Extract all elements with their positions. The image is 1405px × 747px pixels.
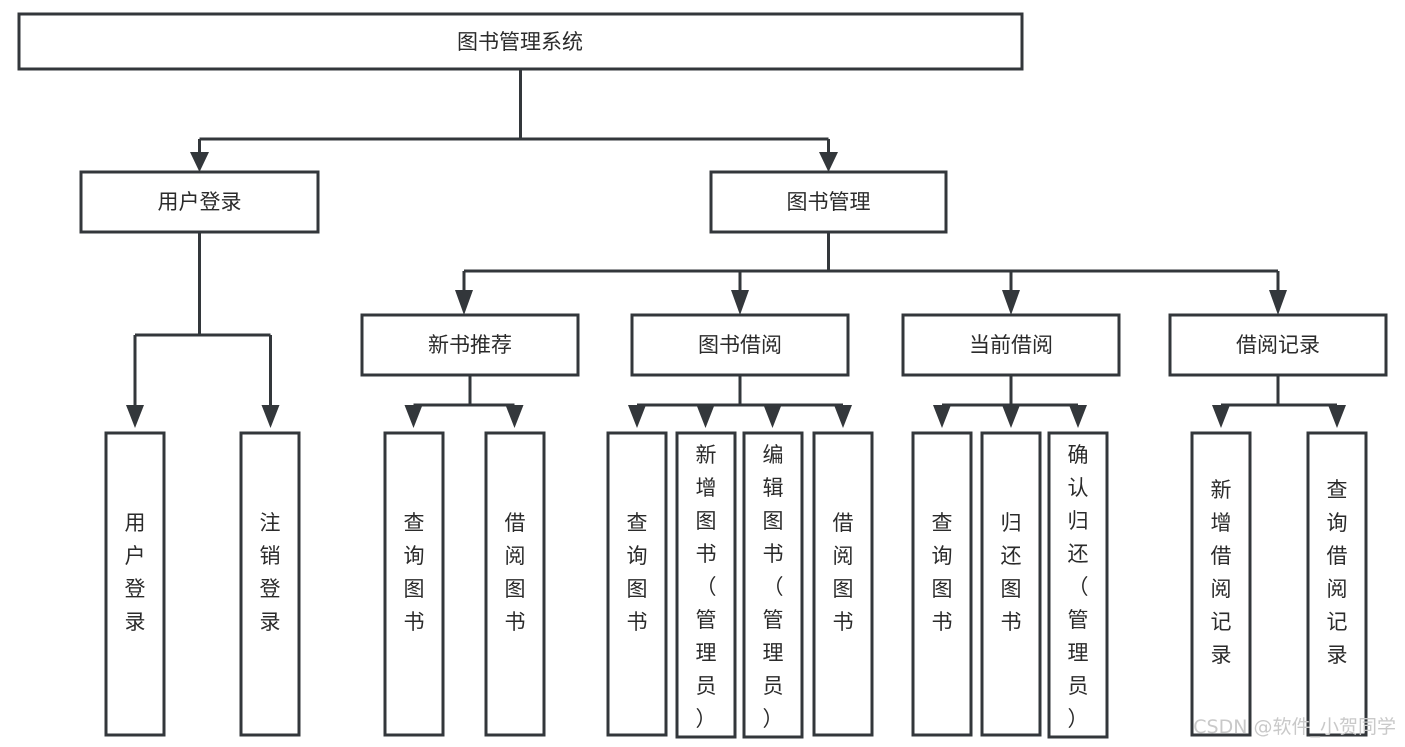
node-leaf-borrow-book-2-rect[interactable] xyxy=(812,431,874,737)
arrow-head-leaf-user-logout xyxy=(261,405,280,428)
node-leaf-user-login[interactable]: 用户登录 xyxy=(104,431,166,737)
arrow-head-leaf-add-book xyxy=(696,405,715,428)
node-borrow-record[interactable]: 借阅记录 xyxy=(1168,313,1388,377)
node-leaf-borrow-book-2[interactable]: 借阅图书 xyxy=(812,431,874,737)
node-leaf-query-book-3-label: 查询图书 xyxy=(932,511,953,634)
arrow-head-leaf-return-book xyxy=(1002,405,1020,428)
node-leaf-confirm-return-rect[interactable] xyxy=(1047,431,1109,739)
node-leaf-edit-book-rect[interactable] xyxy=(742,431,804,739)
arrow-head-leaf-confirm-return xyxy=(1069,405,1087,428)
node-leaf-query-book-2-rect[interactable] xyxy=(606,431,668,737)
node-leaf-add-record-label: 新增借阅记录 xyxy=(1211,478,1232,667)
arrow-head-leaf-user-login xyxy=(126,405,144,428)
node-leaf-confirm-return[interactable]: 确认归还（管理员） xyxy=(1047,431,1109,739)
arrow-head-leaf-add-record xyxy=(1212,405,1230,428)
node-leaf-query-book-3-rect[interactable] xyxy=(911,431,973,737)
node-leaf-return-book-rect[interactable] xyxy=(980,431,1042,737)
node-user-login-rect[interactable] xyxy=(79,170,320,234)
node-leaf-add-record-rect[interactable] xyxy=(1190,431,1252,737)
node-book-borrow-label: 图书借阅 xyxy=(698,333,782,357)
node-leaf-return-book-label: 归还图书 xyxy=(1001,511,1022,634)
arrow-head-new-book-rec xyxy=(455,290,473,315)
node-leaf-query-book-2[interactable]: 查询图书 xyxy=(606,431,668,737)
node-user-login[interactable]: 用户登录 xyxy=(79,170,320,234)
node-borrow-record-label: 借阅记录 xyxy=(1236,333,1320,357)
connector-layer xyxy=(126,69,1346,428)
node-leaf-add-record[interactable]: 新增借阅记录 xyxy=(1190,431,1252,737)
node-leaf-user-login-label: 用户登录 xyxy=(125,511,146,634)
node-new-book-rec-rect[interactable] xyxy=(360,313,580,377)
node-leaf-borrow-book-1-rect[interactable] xyxy=(484,431,546,737)
node-book-borrow-rect[interactable] xyxy=(630,313,850,377)
arrow-head-current-borrow xyxy=(1002,290,1020,315)
node-leaf-borrow-book-1-label: 借阅图书 xyxy=(505,511,526,634)
node-user-login-label: 用户登录 xyxy=(158,190,242,214)
arrow-head-leaf-edit-book xyxy=(763,405,782,428)
node-leaf-query-record-rect[interactable] xyxy=(1306,431,1368,737)
arrow-head-leaf-query-book-2 xyxy=(628,405,646,428)
node-leaf-add-book-rect[interactable] xyxy=(675,431,737,739)
node-book-borrow[interactable]: 图书借阅 xyxy=(630,313,850,377)
node-root[interactable]: 图书管理系统 xyxy=(17,12,1024,71)
node-root-label: 图书管理系统 xyxy=(457,30,583,54)
node-leaf-borrow-book-1[interactable]: 借阅图书 xyxy=(484,431,546,737)
node-leaf-query-book-1[interactable]: 查询图书 xyxy=(383,431,445,737)
node-new-book-rec-label: 新书推荐 xyxy=(428,333,512,357)
node-leaf-return-book[interactable]: 归还图书 xyxy=(980,431,1042,737)
node-book-manage-label: 图书管理 xyxy=(787,190,871,214)
node-leaf-user-login-rect[interactable] xyxy=(104,431,166,737)
node-leaf-query-book-1-label: 查询图书 xyxy=(404,511,425,634)
node-root-rect[interactable] xyxy=(17,12,1024,71)
node-current-borrow-label: 当前借阅 xyxy=(969,333,1053,357)
arrow-head-leaf-query-book-1 xyxy=(404,405,423,428)
node-leaf-query-record-label: 查询借阅记录 xyxy=(1327,478,1348,667)
node-leaf-query-book-2-label: 查询图书 xyxy=(627,511,648,634)
arrow-head-book-manage xyxy=(819,152,838,172)
node-leaf-add-book-label: 新增图书（管理员） xyxy=(696,443,717,731)
node-leaf-query-record[interactable]: 查询借阅记录 xyxy=(1306,431,1368,737)
node-current-borrow[interactable]: 当前借阅 xyxy=(901,313,1121,377)
node-current-borrow-rect[interactable] xyxy=(901,313,1121,377)
arrow-head-borrow-record xyxy=(1269,290,1287,315)
node-book-manage[interactable]: 图书管理 xyxy=(709,170,948,234)
node-leaf-edit-book[interactable]: 编辑图书（管理员） xyxy=(742,431,804,739)
arrow-head-leaf-query-record xyxy=(1328,405,1346,428)
node-leaf-user-logout-label: 注销登录 xyxy=(260,511,281,634)
arrow-head-leaf-borrow-book-1 xyxy=(505,405,524,428)
node-leaf-user-logout[interactable]: 注销登录 xyxy=(239,431,301,737)
arrow-head-user-login xyxy=(190,152,209,172)
node-book-manage-rect[interactable] xyxy=(709,170,948,234)
node-borrow-record-rect[interactable] xyxy=(1168,313,1388,377)
arrow-head-book-borrow xyxy=(731,290,749,315)
arrow-head-leaf-query-book-3 xyxy=(933,405,951,428)
node-leaf-borrow-book-2-label: 借阅图书 xyxy=(833,511,854,634)
node-leaf-user-logout-rect[interactable] xyxy=(239,431,301,737)
node-leaf-add-book[interactable]: 新增图书（管理员） xyxy=(675,431,737,739)
node-leaf-confirm-return-label: 确认归还（管理员） xyxy=(1068,443,1089,731)
node-leaf-query-book-3[interactable]: 查询图书 xyxy=(911,431,973,737)
arrow-head-leaf-borrow-book-2 xyxy=(834,405,852,428)
node-new-book-rec[interactable]: 新书推荐 xyxy=(360,313,580,377)
node-leaf-query-book-1-rect[interactable] xyxy=(383,431,445,737)
csdn-watermark: CSDN @软件_小贺同学 xyxy=(1193,716,1396,738)
node-leaf-edit-book-label: 编辑图书（管理员） xyxy=(763,443,784,731)
